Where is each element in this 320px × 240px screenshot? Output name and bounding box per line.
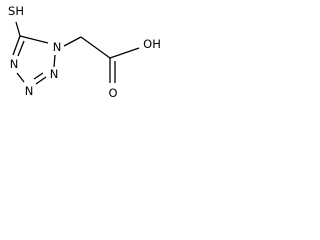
bond-c5-n4 bbox=[12, 35, 21, 56]
bond-ch2-c bbox=[80, 36, 111, 59]
bond-n4-n3 bbox=[16, 72, 25, 83]
bond-c-oh bbox=[109, 47, 140, 59]
bond-c5-n1 bbox=[19, 35, 49, 44]
carbonyl-oxygen-label: O bbox=[108, 86, 117, 100]
bond-n1-ch2 bbox=[63, 36, 82, 47]
thiol-label: SH bbox=[8, 4, 24, 18]
tetrazole-acetic-acid-structure: SH N N N N OH O bbox=[8, 4, 161, 100]
bonds bbox=[12, 21, 140, 85]
ring-n1-label: N bbox=[53, 40, 62, 54]
hydroxyl-label: OH bbox=[143, 37, 161, 51]
ring-n4-label: N bbox=[10, 57, 19, 71]
bond-n3-n2-double bbox=[33, 72, 44, 80]
bond-n2-n1 bbox=[53, 54, 56, 68]
bond-n3-n2 bbox=[35, 76, 47, 85]
atom-labels: SH N N N N OH O bbox=[8, 4, 161, 100]
ring-n2-label: N bbox=[50, 67, 59, 81]
bond-s-c5 bbox=[15, 21, 21, 37]
bond-c5-n4-double bbox=[17, 40, 25, 57]
ring-n3-label: N bbox=[25, 84, 34, 98]
